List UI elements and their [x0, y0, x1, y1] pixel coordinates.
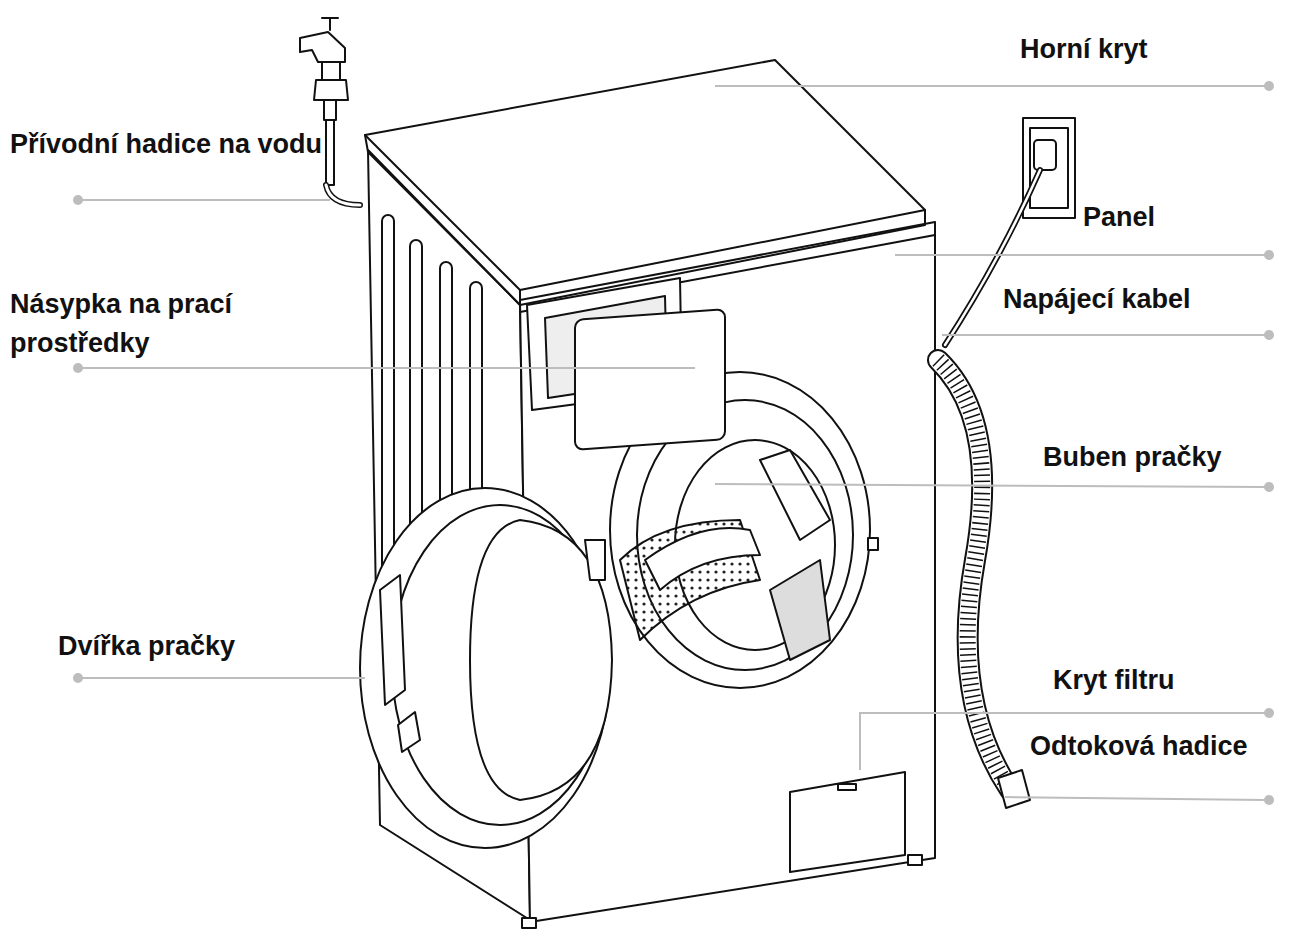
part-label: Odtoková hadice: [1030, 727, 1248, 766]
part-label: Horní kryt: [1020, 30, 1148, 69]
part-label: Napájecí kabel: [1003, 280, 1191, 319]
part-label: Násypka na prací prostředky: [10, 285, 310, 363]
part-label: Přívodní hadice na vodu: [10, 125, 330, 164]
part-label: Panel: [1083, 198, 1155, 237]
part-label: Buben pračky: [1043, 438, 1222, 477]
part-label: Kryt filtru: [1053, 661, 1175, 700]
part-label: Dvířka pračky: [58, 627, 235, 666]
